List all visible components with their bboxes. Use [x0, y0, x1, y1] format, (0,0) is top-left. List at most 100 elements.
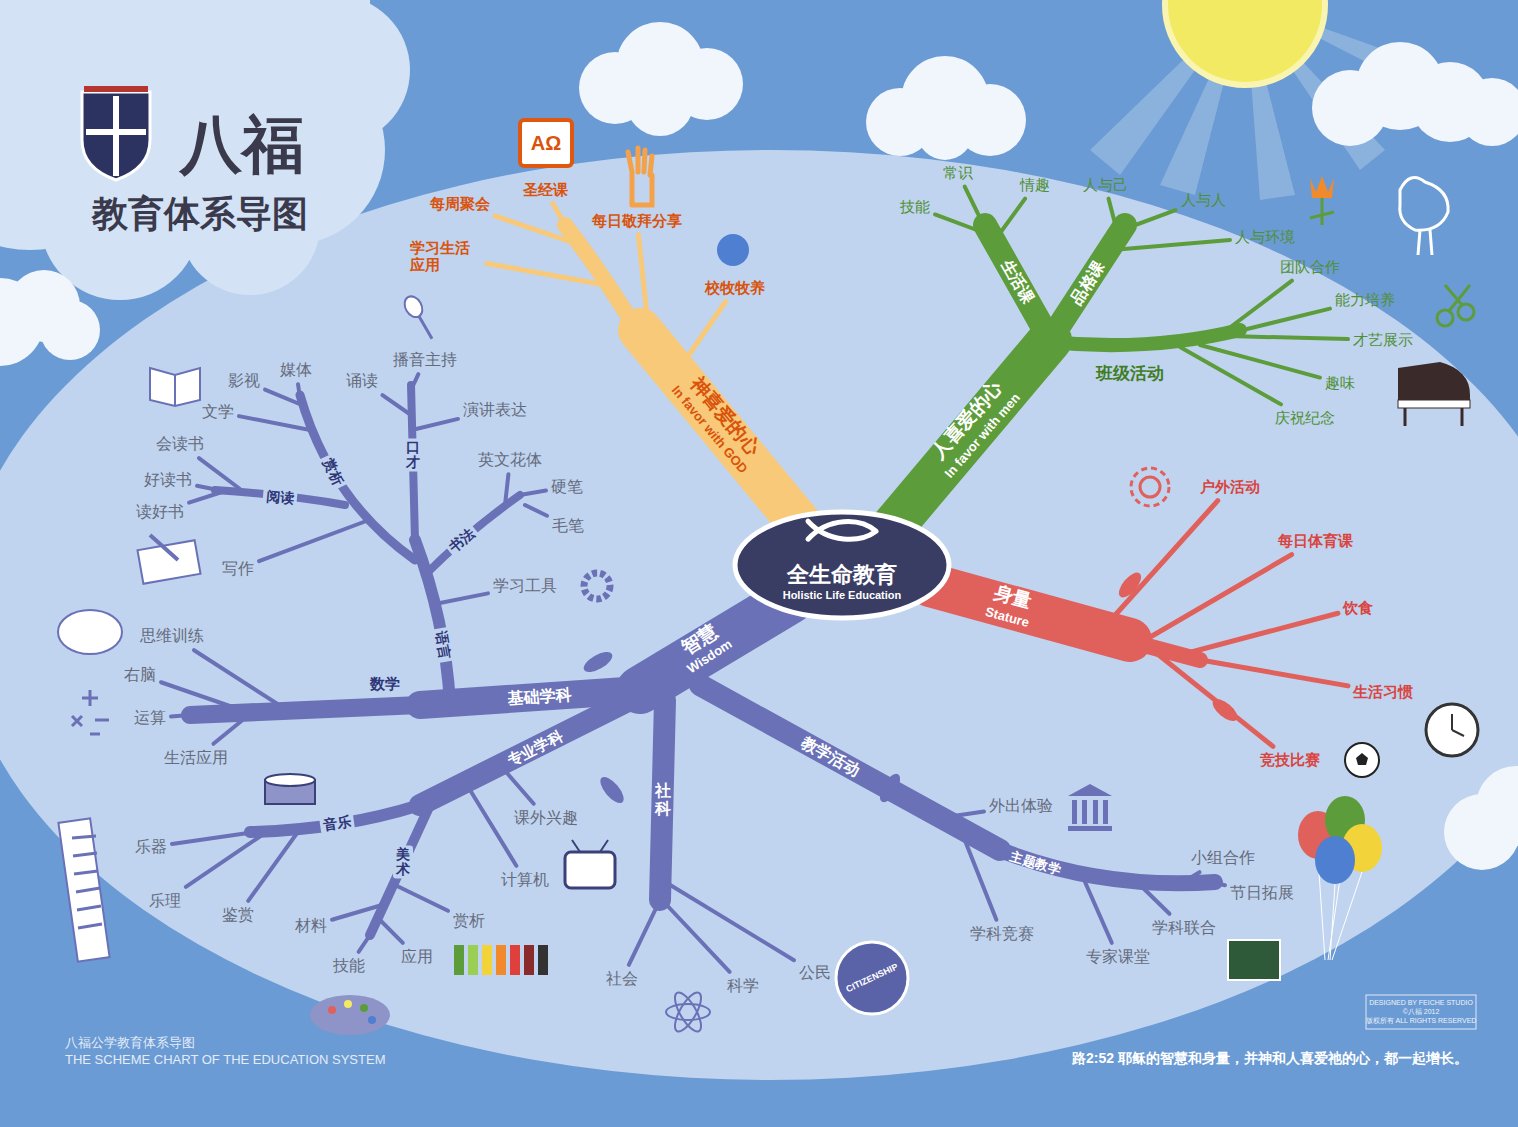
citizenship-badge [836, 942, 908, 1014]
leaf-label: 乐理 [149, 892, 181, 910]
subtitle: 教育体系导图 [92, 193, 308, 234]
sun-icon [1131, 468, 1169, 506]
twig [199, 458, 240, 489]
branch-label: 品格课 [1067, 258, 1109, 308]
icon-text: AΩ [531, 132, 561, 155]
sun [1165, 0, 1325, 85]
twig [1150, 648, 1273, 746]
leaf-label: 播音主持 [393, 351, 457, 369]
oval-shape [735, 512, 949, 618]
verse: 路2:52 耶稣的智慧和身量，并神和人喜爱祂的心，都一起增长。 [1072, 1050, 1468, 1066]
leaf-label: 好读书 [144, 471, 192, 489]
leaf-label: 文学 [202, 403, 234, 421]
leaf-label: 公民 [799, 964, 831, 982]
leaf-label: 每日体育课 [1278, 532, 1353, 549]
twig [662, 880, 794, 960]
leaf-label: 技能 [900, 198, 930, 215]
piano-icon [1398, 362, 1470, 426]
twig [487, 263, 605, 285]
twig [382, 395, 411, 415]
leaf-label: 人与人 [1181, 191, 1226, 208]
leaf-label: 团队合作 [1280, 258, 1340, 275]
leaf-label: 生活习惯 [1353, 683, 1413, 700]
twig [378, 918, 403, 943]
leaf-label: 生活应用 [164, 749, 228, 767]
brain-icon [58, 610, 122, 654]
leaf-label: 思维训练 [140, 627, 204, 645]
leaf-label: 硬笔 [551, 478, 583, 496]
leaf-label: 演讲表达 [463, 401, 527, 419]
twig [520, 491, 546, 495]
palette-icon [310, 995, 390, 1035]
icons [58, 120, 1478, 1035]
museum-icon [1068, 784, 1112, 831]
bird-icon [1400, 178, 1448, 256]
twig [1195, 659, 1348, 686]
leaf-label: 外出体验 [989, 797, 1053, 815]
leaf-label: 能力培养 [1335, 291, 1395, 308]
twig [500, 765, 534, 804]
leaf-label: 常识 [943, 164, 973, 181]
branch-label: 语言 [431, 627, 455, 664]
ground-oval [0, 150, 1518, 1080]
twig [186, 833, 265, 887]
scissors-icon [1437, 285, 1474, 326]
leaf-label: 小组合作 [1191, 849, 1255, 867]
leaf-label: 右脑 [124, 666, 156, 684]
drum-icon [265, 774, 315, 804]
twig [505, 474, 508, 505]
gear-icon [584, 573, 610, 599]
paint-tubes [454, 945, 548, 975]
leaf-label: 专家课堂 [1086, 948, 1150, 966]
branch-label: 数学 [367, 674, 403, 693]
credit-box [1366, 995, 1476, 1029]
branch-label: 赏析 [318, 453, 349, 491]
branch-label: 专业学科 [504, 727, 565, 770]
keyboard-icon [58, 818, 109, 961]
fish-symbol [808, 521, 876, 539]
leaf-label: 毛笔 [552, 517, 584, 535]
leaf-label: 趣味 [1325, 374, 1355, 391]
bible-icon [520, 120, 572, 166]
clock-icon [1426, 704, 1478, 756]
twig [435, 593, 488, 604]
title-cloud [0, 0, 410, 300]
branches [190, 225, 1240, 935]
caption: 八福公学教育体系导图 [65, 1036, 195, 1051]
leaf-label: 学科竞赛 [970, 925, 1034, 943]
twig [1200, 345, 1320, 378]
hand-icon [628, 148, 652, 205]
leaf-label: 媒体 [280, 361, 312, 379]
twig [1112, 240, 1230, 250]
center-oval: 全生命教育Holistic Life Education [732, 509, 952, 621]
twig [161, 682, 250, 713]
node-title: 全生命教育 [787, 562, 897, 588]
math-symbols [72, 690, 109, 734]
leaf-label: 竞技比赛 [1260, 751, 1320, 768]
icon-text: CITIZENSHIP [844, 961, 899, 994]
credit: 版权所有 ALL RIGHTS RESERVED [1366, 1017, 1477, 1025]
soccer-ball [1345, 743, 1379, 777]
book-icon [150, 368, 200, 406]
twig [213, 714, 250, 744]
tv-icon [565, 840, 615, 888]
leaf-label: 饮食 [1343, 599, 1373, 616]
twig [1140, 885, 1169, 914]
leaf-label: 英文花体 [478, 451, 542, 469]
twig [411, 374, 418, 390]
twig [553, 204, 568, 230]
leaf-label: 人与己 [1083, 176, 1128, 193]
twig [1100, 501, 1218, 632]
leaf-label: 乐器 [135, 838, 167, 856]
twig [1085, 882, 1112, 943]
leaf-label: 学科联合 [1152, 919, 1216, 937]
leaf-label: 节日拓展 [1230, 884, 1294, 902]
leaf-label: 科学 [727, 977, 759, 995]
twig [172, 832, 255, 844]
twig [359, 935, 370, 952]
leaf-label: 社会 [606, 970, 638, 988]
twig [298, 384, 300, 398]
leaf-label: 影视 [228, 372, 260, 390]
twig [965, 187, 985, 228]
